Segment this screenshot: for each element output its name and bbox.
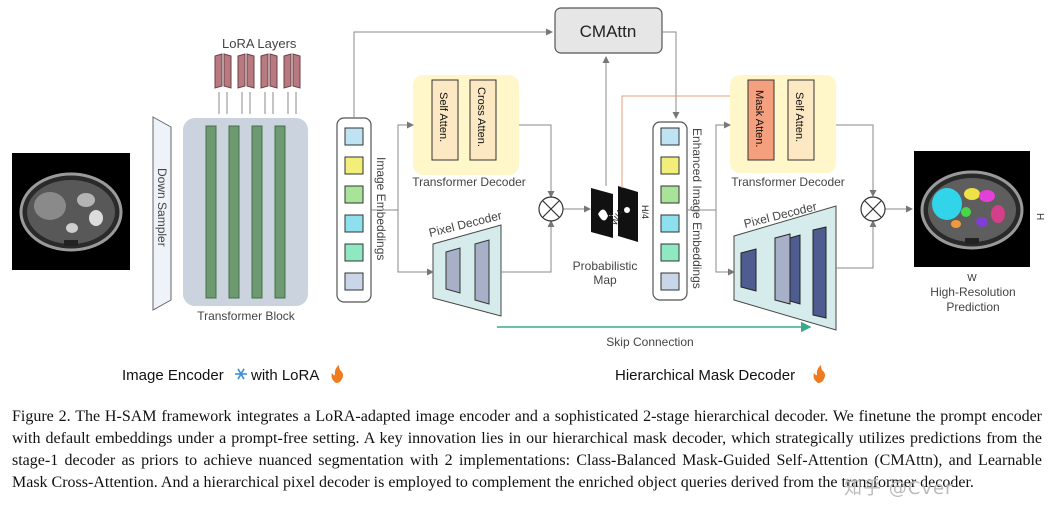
enhanced-embedding-cell bbox=[660, 127, 680, 146]
lora-layer-right bbox=[223, 53, 232, 89]
enhanced-embedding-cell bbox=[660, 156, 680, 175]
hsam-framework-diagram: Down Sampler LoRA Layers Transformer Blo… bbox=[12, 7, 1045, 384]
decoder-title: Hierarchical Mask Decoder bbox=[615, 365, 825, 384]
embedding-cell bbox=[344, 243, 364, 262]
flame-icon bbox=[813, 365, 825, 383]
lora-layer-right bbox=[269, 53, 278, 89]
lora-layer-left bbox=[283, 53, 292, 89]
transformer-decoder-label-2: Transformer Decoder bbox=[731, 175, 845, 189]
image-embeddings-label: Image Embeddings bbox=[374, 157, 388, 260]
enhanced-embedding-cell bbox=[660, 243, 680, 262]
watermark: 知乎 @Cver bbox=[844, 478, 954, 499]
enhanced-embedding-cell bbox=[660, 185, 680, 204]
embedding-cell bbox=[344, 185, 364, 204]
transformer-layer-2 bbox=[228, 125, 240, 299]
skip-connection-label: Skip Connection bbox=[606, 335, 693, 349]
enhanced-embedding-cell bbox=[660, 272, 680, 291]
transformer-decoder-2: Mask Atten. Self Atten. Transformer Deco… bbox=[730, 75, 845, 189]
svg-text:...: ... bbox=[606, 208, 614, 218]
output-label-line1: High-Resolution bbox=[930, 285, 1015, 299]
image-embeddings bbox=[336, 117, 372, 303]
output-h-label: H bbox=[1034, 213, 1045, 220]
pixel-decoder-1: Pixel Decoder bbox=[427, 208, 503, 317]
stage1-connectors bbox=[353, 28, 591, 276]
encoder-title: Image Encoder with LoRA bbox=[122, 365, 343, 384]
embedding-cell bbox=[344, 156, 364, 175]
prob-map-label-line2: Map bbox=[593, 273, 617, 287]
down-sampler-label: Down Sampler bbox=[155, 168, 169, 247]
self-atten-label-2: Self Atten. bbox=[793, 92, 805, 142]
cmattn-label: CMAttn bbox=[580, 22, 637, 41]
snowflake-icon bbox=[235, 368, 247, 380]
skip-connection: Skip Connection bbox=[497, 321, 812, 349]
cmattn-connectors bbox=[602, 31, 749, 188]
mask-atten-label: Mask Atten. bbox=[753, 90, 765, 147]
pixel-decoder-2: Pixel Decoder bbox=[733, 199, 837, 331]
multiply-node-1 bbox=[538, 196, 564, 222]
embedding-cell bbox=[344, 272, 364, 291]
probabilistic-map: ... W/4 H/4 Probabilistic Map bbox=[573, 186, 650, 287]
output-w-label: W bbox=[967, 273, 977, 284]
multiply-node-2 bbox=[860, 196, 886, 222]
cross-atten-label: Cross Atten. bbox=[475, 87, 487, 147]
lora-layer-left bbox=[237, 53, 246, 89]
with-lora-label: with LoRA bbox=[250, 367, 319, 384]
hierarchical-mask-decoder-title: Hierarchical Mask Decoder bbox=[615, 367, 795, 384]
enhanced-embedding-cell bbox=[660, 214, 680, 233]
lora-layers-label: LoRA Layers bbox=[222, 36, 297, 51]
transformer-layer-1 bbox=[205, 125, 217, 299]
lora-layer-left bbox=[214, 53, 223, 89]
self-atten-label-1: Self Atten. bbox=[437, 92, 449, 142]
figure-caption: Figure 2. The H-SAM framework integrates… bbox=[12, 408, 1042, 491]
lora-layer-left bbox=[260, 53, 269, 89]
lora-layers bbox=[214, 53, 301, 114]
down-sampler: Down Sampler bbox=[152, 116, 172, 311]
transformer-decoder-1: Self Atten. Cross Atten. Transformer Dec… bbox=[412, 75, 526, 189]
enhanced-image-embeddings bbox=[652, 121, 688, 301]
flame-icon bbox=[331, 365, 343, 383]
transformer-layer-4 bbox=[274, 125, 286, 299]
h4-label: H/4 bbox=[640, 205, 650, 219]
input-ct-image bbox=[12, 153, 130, 270]
transformer-decoder-label-1: Transformer Decoder bbox=[412, 175, 526, 189]
enhanced-embeddings-label: Enhanced Image Embeddings bbox=[690, 128, 704, 289]
prob-map-label-line1: Probabilistic bbox=[573, 259, 638, 273]
output-prediction: H W High-Resolution Prediction bbox=[914, 151, 1045, 314]
output-label-line2: Prediction bbox=[946, 300, 999, 314]
transformer-block-label: Transformer Block bbox=[197, 309, 296, 323]
transformer-layer-3 bbox=[251, 125, 263, 299]
lora-layer-right bbox=[246, 53, 255, 89]
cmattn-block: CMAttn bbox=[554, 7, 663, 54]
transformer-block: Transformer Block bbox=[183, 118, 308, 323]
embedding-cell bbox=[344, 214, 364, 233]
lora-layer-right bbox=[292, 53, 301, 89]
stage2-connectors bbox=[687, 121, 913, 276]
image-encoder-title: Image Encoder bbox=[122, 367, 224, 384]
embedding-cell bbox=[344, 127, 364, 146]
